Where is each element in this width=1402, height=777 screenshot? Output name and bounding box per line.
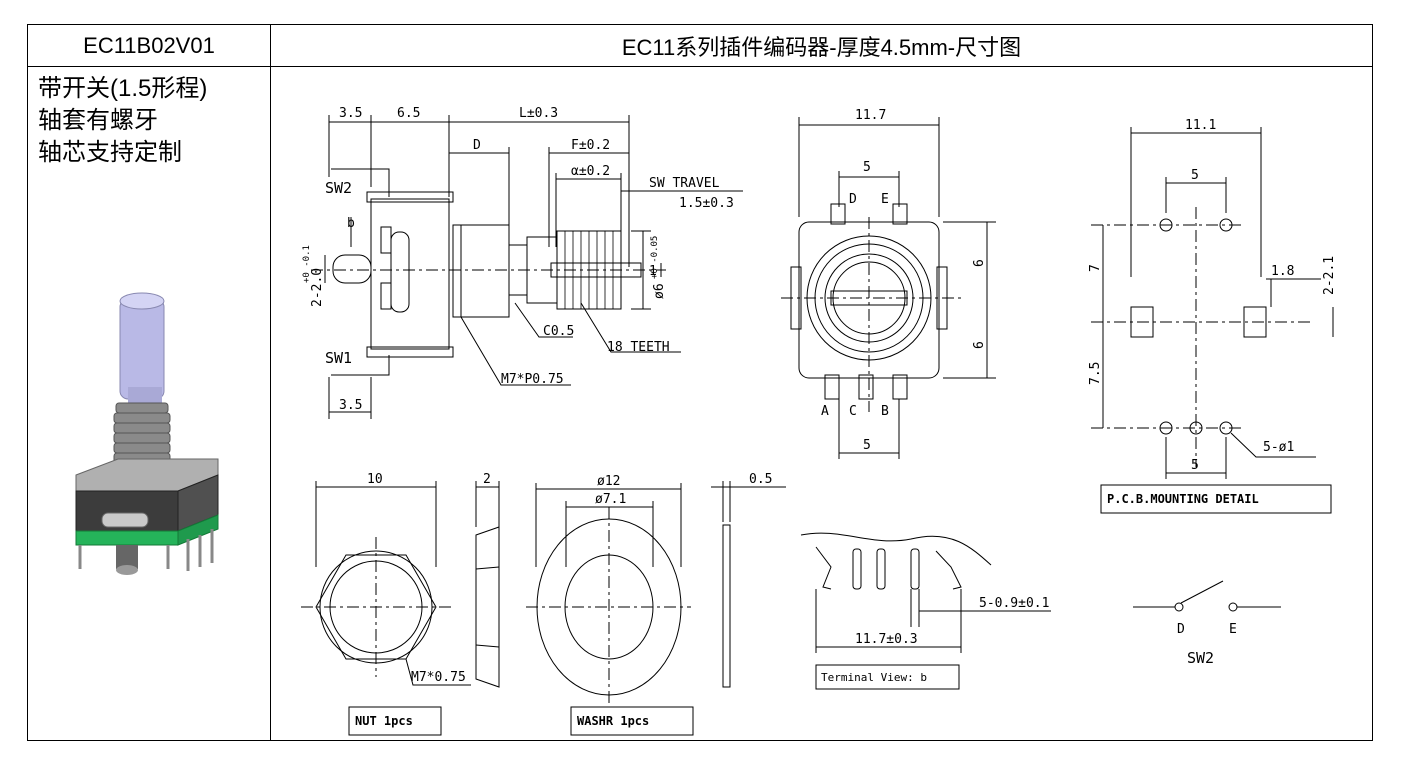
technical-drawing: 3.5 6.5 L±0.3 D F±0.2 α±0.2 SW TRAVEL 1.… — [301, 106, 1337, 736]
front-h2: 6 — [972, 341, 987, 349]
sw1-label: SW1 — [325, 349, 352, 367]
pcb-bottom: 5 — [1191, 458, 1199, 473]
thread-label: M7*P0.75 — [501, 372, 564, 387]
model-number: EC11B02V01 — [28, 25, 271, 67]
pcb-mounting-detail — [1091, 127, 1334, 514]
switch-d: D — [1177, 622, 1185, 637]
encoder-product-image — [75, 292, 219, 575]
sw-travel-label: SW TRAVEL — [649, 176, 720, 191]
feature-notes: 带开关(1.5形程) 轴套有螺牙 轴芯支持定制 — [38, 73, 207, 169]
front-width: 11.7 — [855, 108, 886, 123]
teeth-label: 18 TEETH — [607, 340, 670, 355]
switch-e: E — [1229, 622, 1237, 637]
pcb-slot-v: 2-2.1 — [1322, 256, 1337, 295]
dim-f: F±0.2 — [571, 138, 610, 153]
pin-b-label: B — [881, 404, 889, 419]
sw2-label: SW2 — [325, 179, 352, 197]
dim-d: D — [473, 138, 481, 153]
dim-a: 3.5 — [339, 106, 362, 121]
front-bottom: 5 — [863, 438, 871, 453]
pcb-holes: 5-ø1 — [1263, 440, 1294, 455]
sw-travel-value: 1.5±0.3 — [679, 196, 734, 211]
front-h1: 6 — [972, 259, 987, 267]
terminal-width: 11.7±0.3 — [855, 632, 918, 647]
terminal-pins: 5-0.9±0.1 — [979, 596, 1049, 611]
note-custom: 轴芯支持定制 — [38, 139, 182, 166]
dim-left: 2-2.0 — [310, 268, 325, 307]
pcb-inner: 5 — [1191, 168, 1199, 183]
nut-width: 10 — [367, 472, 383, 487]
washer-view — [526, 481, 786, 736]
terminal-label: Terminal View: b — [821, 671, 927, 684]
pcb-label: P.C.B.MOUNTING DETAIL — [1107, 492, 1259, 506]
dimension-drawing: 3.5 6.5 L±0.3 D F±0.2 α±0.2 SW TRAVEL 1.… — [271, 67, 1372, 740]
front-view — [781, 117, 996, 459]
pcb-width: 11.1 — [1185, 118, 1216, 133]
chamfer-label: C0.5 — [543, 324, 574, 339]
nut-view — [301, 481, 500, 736]
dim-b: 6.5 — [397, 106, 420, 121]
washer-outer: ø12 — [597, 474, 620, 489]
pin-d-label: D — [849, 192, 857, 207]
front-inner: 5 — [863, 160, 871, 175]
dim-one: 1 — [649, 264, 657, 279]
terminal-view — [800, 532, 1051, 690]
dim-bottom: 3.5 — [339, 398, 362, 413]
dim-shaft: ø6 — [652, 283, 667, 299]
washer-inner: ø7.1 — [595, 492, 626, 507]
dim-alpha: α±0.2 — [571, 164, 610, 179]
pcb-h1: 7 — [1088, 264, 1103, 272]
pin-e-label: E — [881, 192, 889, 207]
nut-thread: M7*0.75 — [411, 670, 466, 685]
spec-table: EC11B02V01 EC11系列插件编码器-厚度4.5mm-尺寸图 带开关(1… — [27, 24, 1373, 741]
washer-label: WASHR 1pcs — [577, 714, 649, 728]
dim-shaft-tol: +0 -0.05 — [650, 236, 660, 279]
washer-thick: 0.5 — [749, 472, 772, 487]
nut-thick: 2 — [483, 472, 491, 487]
pcb-slot: 1.8 — [1271, 264, 1294, 279]
side-view — [311, 115, 743, 419]
note-switch: 带开关(1.5形程) — [38, 75, 208, 102]
switch-label: SW2 — [1187, 649, 1214, 667]
nut-label: NUT 1pcs — [355, 714, 413, 728]
pin-a-label: A — [821, 404, 829, 419]
pcb-h2: 7.5 — [1088, 362, 1103, 385]
switch-symbol — [1133, 580, 1281, 612]
note-thread: 轴套有螺牙 — [38, 107, 158, 134]
description-column: 带开关(1.5形程) 轴套有螺牙 轴芯支持定制 — [28, 67, 271, 740]
drawing-title: EC11系列插件编码器-厚度4.5mm-尺寸图 — [271, 25, 1372, 67]
dim-l: L±0.3 — [519, 106, 558, 121]
dim-left-tol: +0 -0.1 — [302, 245, 312, 283]
dim-b-label: b — [347, 216, 355, 231]
pin-c-label: C — [849, 404, 857, 419]
